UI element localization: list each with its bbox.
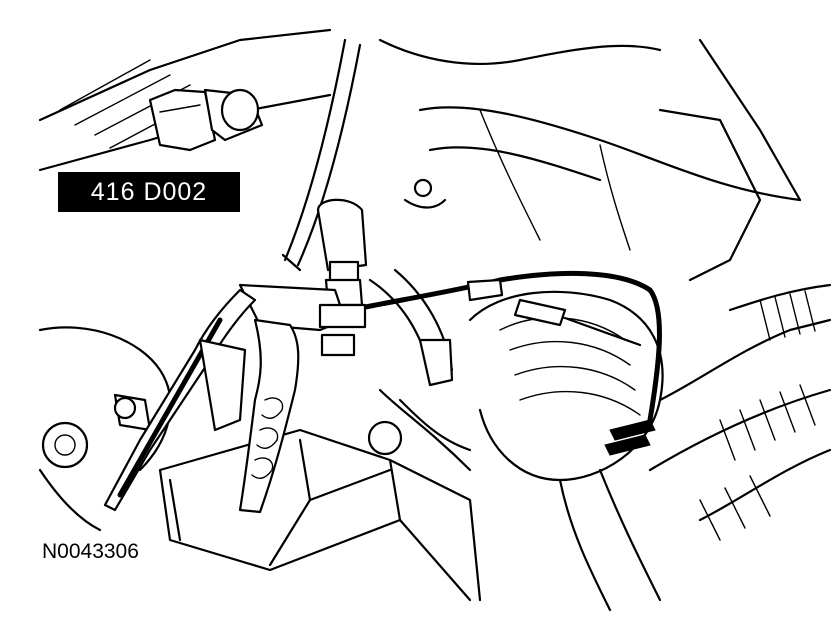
vacuum-pump-tool — [103, 198, 368, 514]
lower-housing — [158, 420, 482, 602]
special-tool-label: 416 D002 — [58, 172, 240, 212]
bolt-upper — [403, 178, 447, 209]
figure-id: N0043306 — [42, 540, 139, 563]
vacuum-line-upper — [281, 38, 362, 272]
intake-tube-top — [378, 38, 802, 282]
left-pulley — [38, 326, 172, 532]
alternator — [468, 290, 664, 612]
middle-hoses — [368, 268, 472, 472]
corrugated-intake-duct — [648, 283, 832, 541]
upper-connector — [148, 88, 264, 152]
vacuum-hose — [347, 270, 662, 423]
